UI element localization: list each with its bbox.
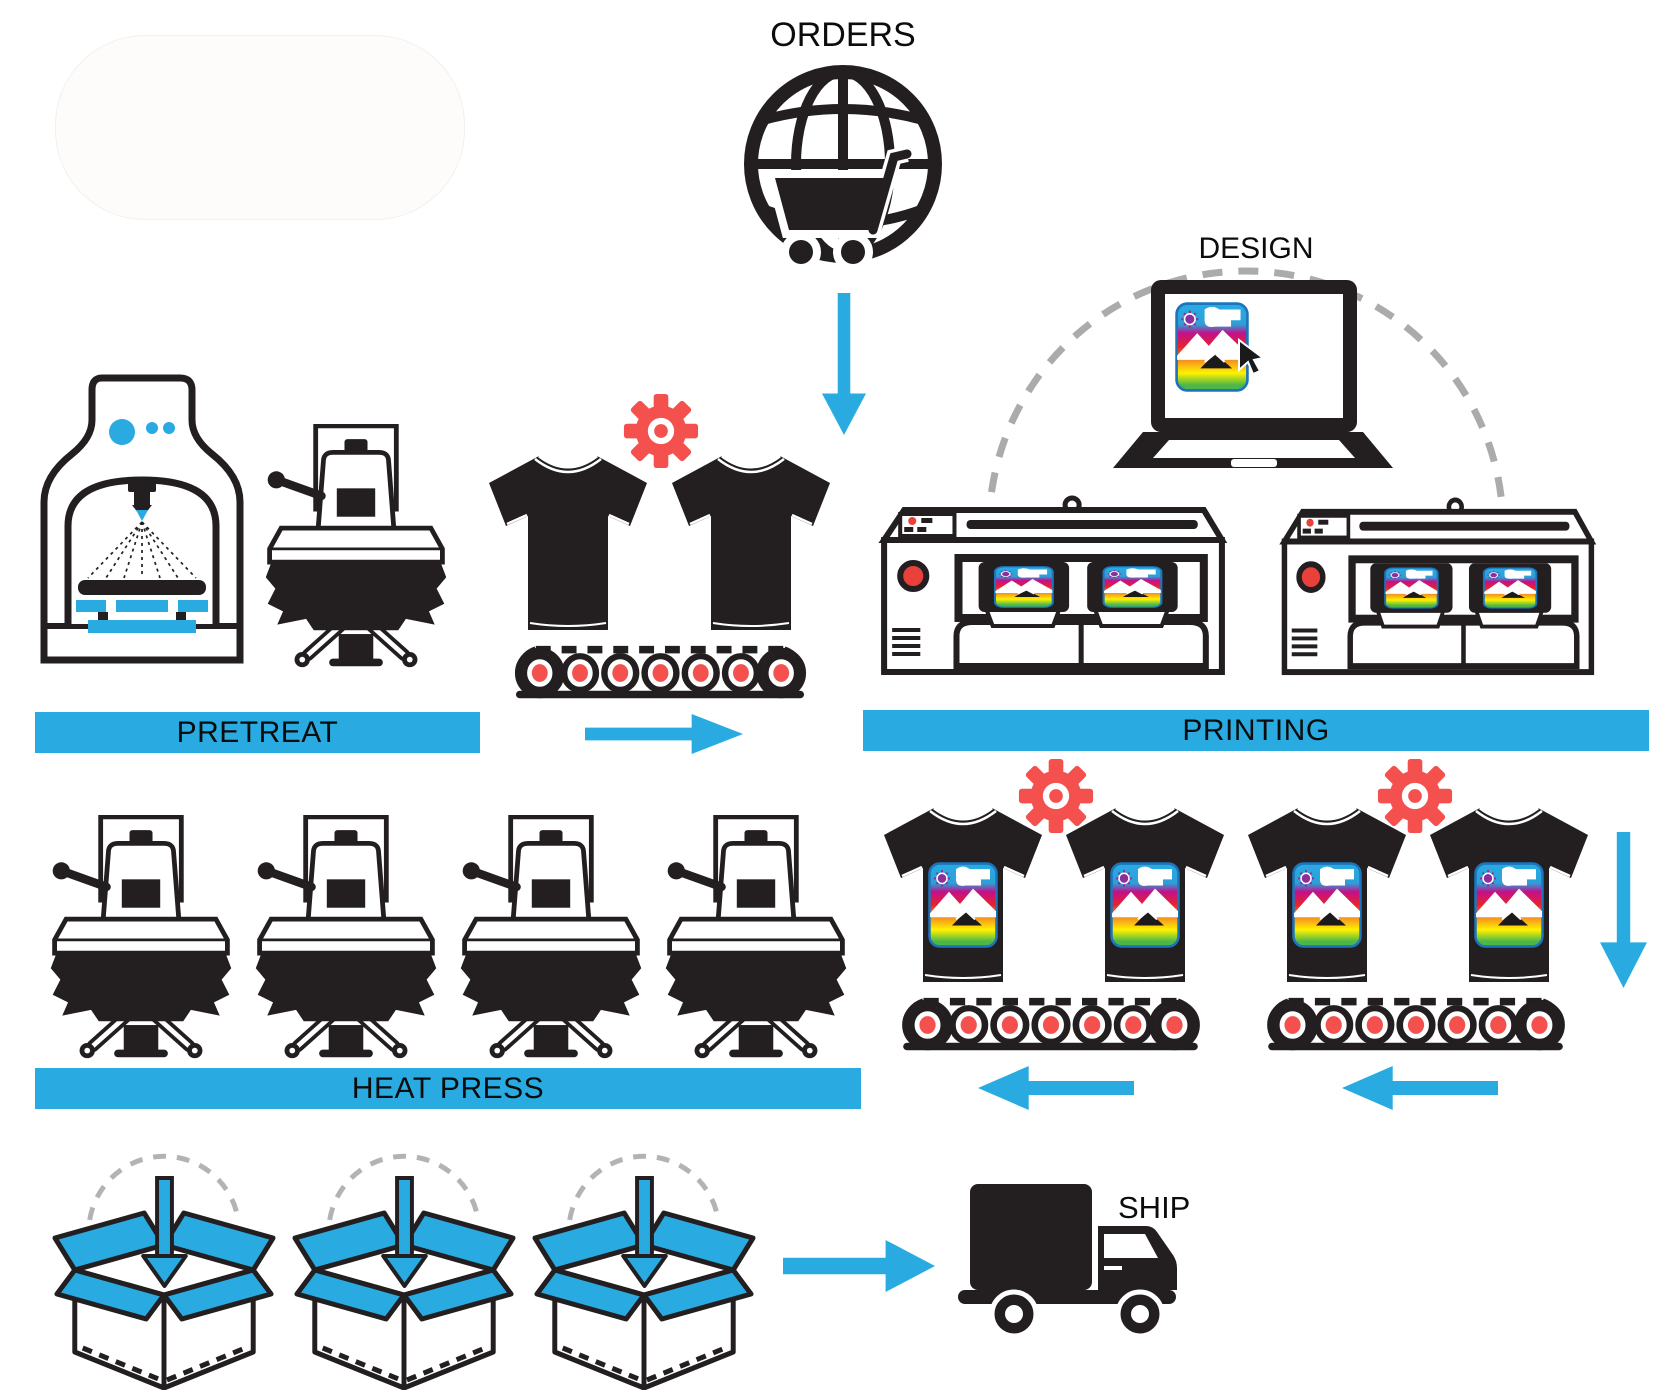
blank-tshirt-icon [666,450,836,635]
heat-press-icon [250,815,442,1061]
heat-press-icon [660,815,852,1061]
flow-arrow-left-icon [1342,1066,1498,1110]
globe-shopping-cart-icon [737,58,949,274]
heat-press-banner-label: HEAT PRESS [351,1071,545,1105]
pretreat-banner: PRETREAT [35,712,480,753]
faded-logo-placeholder [55,35,465,220]
blank-tshirt-icon [483,450,653,635]
process-gear-icon [1376,757,1454,835]
flow-arrow-left-icon [978,1066,1134,1110]
printing-banner: PRINTING [863,710,1649,751]
dtg-printer-icon [1268,496,1606,680]
dashed-sync-arc-icon [985,267,1507,529]
flow-arrow-down-icon [1600,832,1647,988]
packing-box-icon [50,1138,278,1390]
pretreat-sprayer-icon [40,374,245,664]
process-gear-icon [1017,757,1095,835]
design-label: DESIGN [1198,232,1314,265]
flow-arrow-orders-down-icon [822,293,866,435]
heat-press-icon [455,815,647,1061]
pretreat-banner-label: PRETREAT [176,715,339,749]
heat-press-icon [45,815,237,1061]
heat-press-banner: HEAT PRESS [35,1068,861,1109]
conveyor-belt-icon [1258,996,1573,1054]
orders-label: ORDERS [770,16,916,54]
flow-arrow-ship-icon [783,1240,935,1292]
conveyor-belt-icon [506,644,814,702]
ship-label: SHIP [1118,1190,1191,1225]
laptop-design-icon [1113,278,1393,474]
heat-press-icon [260,424,452,670]
flow-arrow-right-icon [585,714,743,754]
dtg-printer-icon [866,494,1238,680]
conveyor-belt-icon [893,996,1208,1054]
process-gear-icon [622,392,700,470]
packing-box-icon [290,1138,518,1390]
printing-banner-label: PRINTING [1182,713,1330,747]
packing-box-icon [530,1138,758,1390]
